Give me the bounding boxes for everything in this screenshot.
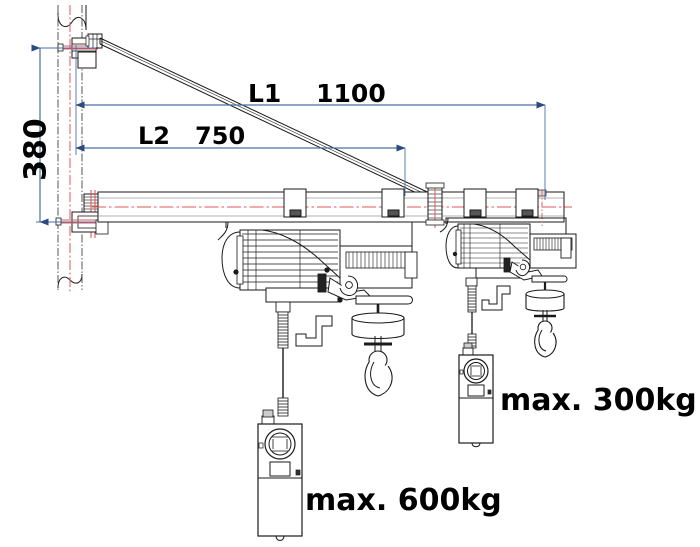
dimension-l1 — [75, 45, 546, 200]
dimension-380 — [31, 44, 96, 226]
dimension-l2 — [75, 112, 406, 196]
diagonal-tie-rod — [99, 37, 441, 205]
trolley-clamp — [283, 188, 539, 218]
hoist-300 — [439, 217, 577, 448]
hoist-600 — [217, 221, 418, 541]
horizontal-beam — [92, 189, 572, 226]
capacity-label-600kg: max. 600kg — [305, 483, 502, 518]
dimension-label-l1: L1 1100 — [248, 79, 386, 108]
tie-rod-beam-joint — [425, 182, 445, 228]
capacity-label-300kg: max. 300kg — [500, 383, 697, 418]
upper-wall-bracket — [57, 33, 103, 69]
dimension-label-380: 380 — [18, 118, 54, 181]
dimension-label-l2: L2 750 — [138, 122, 246, 150]
